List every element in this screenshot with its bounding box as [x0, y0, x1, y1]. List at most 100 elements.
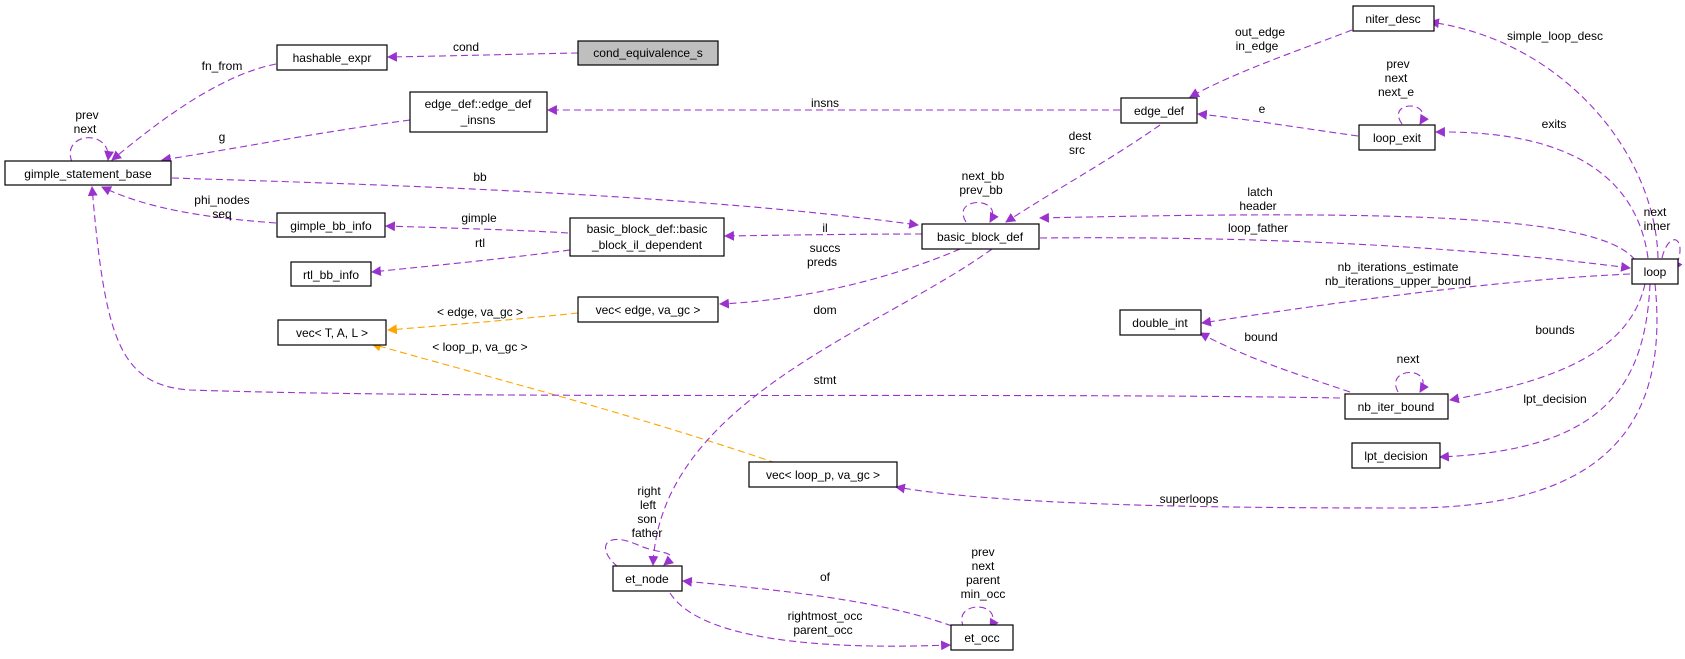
edge-label-loop-next: next [1644, 205, 1667, 219]
edge-cond: cond [387, 40, 579, 62]
edge-gsb-self: prev next [69, 108, 115, 163]
edge-label-loop-inner: inner [1644, 219, 1671, 233]
node-label-lpt-decision: lpt_decision [1364, 449, 1427, 463]
node-vec-edge[interactable]: vec< edge, va_gc > [577, 296, 719, 323]
node-et-occ[interactable]: et_occ [950, 624, 1014, 651]
edge-label-stmt: stmt [814, 373, 837, 387]
node-label-loop: loop [1644, 265, 1667, 279]
edge-gimple: gimple [385, 211, 569, 234]
edge-bound: bound [1199, 330, 1351, 393]
edge-label-occ-next: next [972, 559, 995, 573]
edge-label-bound: bound [1244, 330, 1277, 344]
edge-label-g: g [219, 130, 226, 144]
edge-label-occ-prev: prev [971, 545, 994, 559]
node-label-basic-block-il-1: basic_block_def::basic [587, 222, 708, 236]
node-gimple-statement-base[interactable]: gimple_statement_base [4, 160, 172, 186]
node-label-loop-exit: loop_exit [1373, 131, 1422, 145]
edge-latch-header: latch header [1039, 185, 1636, 261]
edge-label-le-next-e: next_e [1378, 85, 1414, 99]
edge-label-header: header [1239, 199, 1276, 213]
edge-label-gimple: gimple [461, 211, 497, 225]
node-cond-equivalence-s[interactable]: cond_equivalence_s [577, 40, 719, 66]
node-label-vec-edge: vec< edge, va_gc > [596, 303, 701, 317]
edge-template-loop-p: < loop_p, va_gc > [371, 340, 777, 464]
edge-label-loop-p-va-gc: < loop_p, va_gc > [432, 340, 527, 354]
edge-il: il [724, 221, 923, 241]
edge-lpt-decision: lpt_decision [1439, 283, 1651, 462]
node-lpt-decision[interactable]: lpt_decision [1351, 442, 1441, 469]
node-gimple-bb-info[interactable]: gimple_bb_info [276, 212, 386, 238]
node-rtl-bb-info[interactable]: rtl_bb_info [290, 261, 372, 287]
node-basic-block-def[interactable]: basic_block_def [921, 223, 1040, 250]
edge-label-dest: dest [1069, 129, 1092, 143]
edge-label-phi-nodes: phi_nodes [194, 193, 249, 207]
edge-label-loop-father: loop_father [1228, 221, 1288, 235]
edge-bounds: bounds [1449, 283, 1646, 404]
edge-label-bounds: bounds [1535, 323, 1574, 337]
edge-label-cond: cond [453, 40, 479, 54]
node-label-hashable-expr: hashable_expr [293, 51, 372, 65]
node-niter-desc[interactable]: niter_desc [1352, 5, 1435, 32]
edge-label-superloops: superloops [1160, 492, 1219, 506]
edge-label-seq: seq [212, 207, 231, 221]
edge-loop-self: next inner [1644, 205, 1683, 271]
edge-label-le-next: next [1385, 71, 1408, 85]
edge-label-succs: succs [810, 241, 841, 255]
edge-stmt: stmt [87, 186, 1341, 399]
edge-simple-loop-desc: simple_loop_desc [1429, 18, 1659, 259]
edge-et-node-self: right left son father [605, 484, 675, 568]
edge-label-preds: preds [807, 255, 837, 269]
edge-et-occ-self: prev next parent min_occ [961, 545, 1005, 629]
node-label-niter-desc: niter_desc [1365, 12, 1420, 26]
edge-rtl: rtl [371, 236, 571, 277]
edge-loop-father: loop_father [1039, 221, 1631, 272]
edge-g: g [161, 119, 411, 164]
edge-e: e [1197, 102, 1359, 137]
node-label-basic-block-def: basic_block_def [937, 230, 1024, 244]
node-double-int[interactable]: double_int [1119, 309, 1202, 336]
node-label-vec-template: vec< T, A, L > [296, 326, 368, 340]
node-label-double-int: double_int [1132, 316, 1188, 330]
node-loop[interactable]: loop [1631, 258, 1679, 285]
edge-dom: dom [648, 248, 993, 566]
node-label-et-occ: et_occ [964, 631, 999, 645]
edge-label-src: src [1069, 143, 1085, 157]
edge-nib-self: next [1395, 352, 1429, 393]
node-nb-iter-bound[interactable]: nb_iter_bound [1344, 393, 1449, 420]
edge-label-out-edge: out_edge [1235, 25, 1285, 39]
node-vec-loop-p[interactable]: vec< loop_p, va_gc > [748, 461, 898, 488]
node-label-cond-equivalence-s: cond_equivalence_s [593, 46, 702, 60]
edge-label-right: right [637, 484, 661, 498]
node-label-edge-def-insns-1: edge_def::edge_def [425, 97, 532, 111]
edge-label-father: father [632, 526, 663, 540]
edge-label-insns: insns [811, 96, 839, 110]
edge-label-lpt-decision: lpt_decision [1523, 392, 1586, 406]
edge-exits: exits [1435, 117, 1649, 259]
node-edge-def-insns[interactable]: edge_def::edge_def _insns [409, 91, 548, 133]
edge-label-gsb-next: next [74, 122, 97, 136]
node-loop-exit[interactable]: loop_exit [1358, 124, 1436, 151]
edge-nb-iterations: nb_iterations_estimate nb_iterations_upp… [1201, 260, 1631, 327]
edge-bbd-self: next_bb prev_bb [959, 169, 1005, 223]
node-hashable-expr[interactable]: hashable_expr [276, 44, 388, 71]
edge-insns: insns [547, 96, 1120, 115]
node-label-edge-def: edge_def [1134, 104, 1185, 118]
edge-label-e: e [1259, 102, 1266, 116]
edge-rightmost-parent-occ: rightmost_occ parent_occ [669, 592, 951, 651]
edge-label-fn-from: fn_from [202, 59, 243, 73]
node-vec-template[interactable]: vec< T, A, L > [277, 319, 387, 346]
node-basic-block-il-dependent[interactable]: basic_block_def::basic _block_il_depende… [569, 217, 725, 257]
node-et-node[interactable]: et_node [612, 565, 683, 592]
edge-superloops: superloops [895, 283, 1658, 509]
edge-phi-nodes-seq: phi_nodes seq [101, 186, 277, 224]
edge-label-of: of [820, 570, 831, 584]
node-label-et-node: et_node [625, 572, 669, 586]
edge-label-nb-iterations-estimate: nb_iterations_estimate [1338, 260, 1459, 274]
edge-label-nib-next: next [1397, 352, 1420, 366]
edge-label-occ-parent: parent [966, 573, 1001, 587]
node-edge-def[interactable]: edge_def [1120, 97, 1198, 124]
edge-label-son: son [637, 512, 656, 526]
edge-label-bb: bb [473, 170, 487, 184]
edge-label-gsb-prev: prev [75, 108, 98, 122]
